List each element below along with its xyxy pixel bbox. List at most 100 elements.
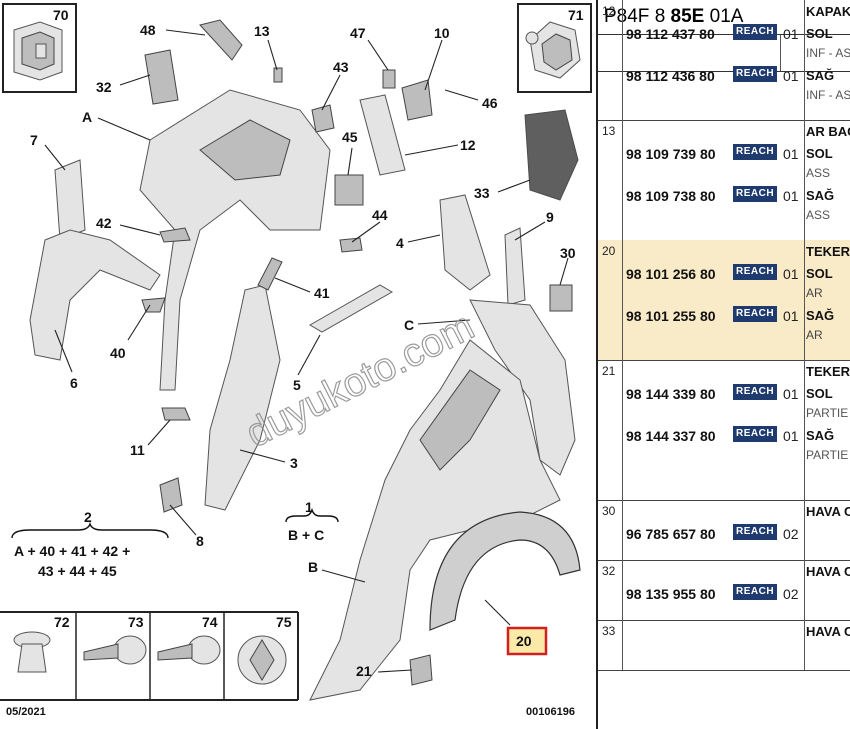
- group-description: HAVA C: [806, 624, 850, 639]
- label-32: 32: [96, 79, 112, 95]
- quantity: 01: [783, 266, 799, 282]
- part-5-strip: [309, 284, 393, 333]
- inset-74-label: 74: [202, 614, 218, 630]
- clip-70-drawing: [13, 21, 63, 81]
- part-44-clip: [339, 237, 363, 253]
- reach-badge: REACH: [733, 66, 778, 82]
- part-number[interactable]: 98 112 436 80: [626, 68, 715, 84]
- side-label: SOL: [806, 146, 833, 161]
- quantity: 01: [783, 68, 799, 84]
- part-45-block: [334, 174, 364, 206]
- label-2: 2: [84, 509, 92, 525]
- part-40-bracket: [141, 297, 166, 313]
- part-note: ASS: [806, 166, 831, 180]
- reach-badge: REACH: [733, 186, 778, 202]
- part-B-body-side: [309, 339, 561, 701]
- part-number[interactable]: 98 101 256 80: [626, 266, 716, 282]
- label-21: 21: [356, 663, 372, 679]
- label-A: A: [82, 109, 92, 125]
- part-48-bracket: [199, 19, 243, 61]
- reach-badge: REACH: [733, 524, 778, 540]
- quantity: 01: [783, 386, 799, 402]
- part-row[interactable]: 96 785 657 80 REACH 02: [598, 524, 850, 566]
- part-8-bracket: [159, 477, 183, 513]
- quantity: 01: [783, 428, 799, 444]
- inset-73-label: 73: [128, 614, 144, 630]
- leader-lines: [44, 29, 569, 673]
- part-number[interactable]: 98 144 337 80: [626, 428, 716, 444]
- label-7: 7: [30, 132, 38, 148]
- group-description: HAVA C: [806, 564, 850, 579]
- part-note: INF - AS: [806, 46, 850, 60]
- label-B: B: [308, 559, 318, 575]
- group-description: AR BAG: [806, 124, 850, 139]
- table-group-33[interactable]: 33 HAVA C: [598, 620, 850, 671]
- inset-71-label: 71: [568, 7, 584, 23]
- part-number[interactable]: 98 112 437 80: [626, 26, 715, 42]
- part-47-clip: [382, 69, 396, 89]
- formula-1-text: B + C: [288, 527, 324, 543]
- part-10-bracket: [401, 79, 433, 121]
- part-20-highlight-label: 20: [516, 633, 532, 649]
- part-C-assembly: [469, 299, 576, 476]
- formula-1: B + C: [285, 507, 339, 543]
- part-20-highlight-box[interactable]: [506, 626, 548, 656]
- reach-badge: REACH: [733, 24, 778, 40]
- screw-74-drawing: [157, 635, 221, 665]
- group-description: TEKER: [806, 364, 850, 379]
- formula-2: A + 40 + 41 + 42 + 43 + 44 + 45: [11, 521, 169, 579]
- group-description: KAPAK: [806, 4, 850, 19]
- part-9-bracket: [504, 227, 526, 306]
- part-number[interactable]: 98 135 955 80: [626, 586, 716, 602]
- side-label: SAĞ: [806, 188, 835, 203]
- label-41: 41: [314, 285, 330, 301]
- reach-badge: REACH: [733, 306, 778, 322]
- part-number[interactable]: 98 109 738 80: [626, 188, 716, 204]
- quantity: 01: [783, 26, 799, 42]
- part-number[interactable]: 98 109 739 80: [626, 146, 716, 162]
- clip-75-drawing: [237, 635, 287, 685]
- clip-71-drawing: [525, 21, 581, 79]
- part-6-panel: [29, 229, 161, 361]
- part-number[interactable]: 96 785 657 80: [626, 526, 716, 542]
- reach-badge: REACH: [733, 384, 778, 400]
- part-3-panel: [204, 284, 281, 511]
- header-suffix: 01A: [704, 6, 744, 27]
- table-header: P84F 8 85E 01A: [598, 0, 850, 35]
- inner-structure-A: [139, 89, 331, 391]
- group-number: 30: [602, 504, 616, 518]
- label-40: 40: [110, 345, 126, 361]
- bottom-insets: 72 73 74 75: [0, 611, 299, 701]
- part-note: PARTIE: [806, 448, 849, 462]
- part-41-bracket: [257, 257, 283, 291]
- part-number[interactable]: 98 101 255 80: [626, 308, 716, 324]
- label-43: 43: [333, 59, 349, 75]
- group-number: 33: [602, 624, 616, 638]
- quantity: 02: [783, 526, 799, 542]
- part-note: PARTIE: [806, 406, 849, 420]
- part-number[interactable]: 98 144 339 80: [626, 386, 716, 402]
- part-33-pad: [524, 109, 579, 201]
- screw-73-drawing: [83, 635, 147, 665]
- reach-badge: REACH: [733, 144, 778, 160]
- diagram-reference: 00106196: [526, 706, 575, 718]
- inset-70-label: 70: [53, 7, 69, 23]
- part-note: ASS: [806, 208, 831, 222]
- reach-badge: REACH: [733, 426, 778, 442]
